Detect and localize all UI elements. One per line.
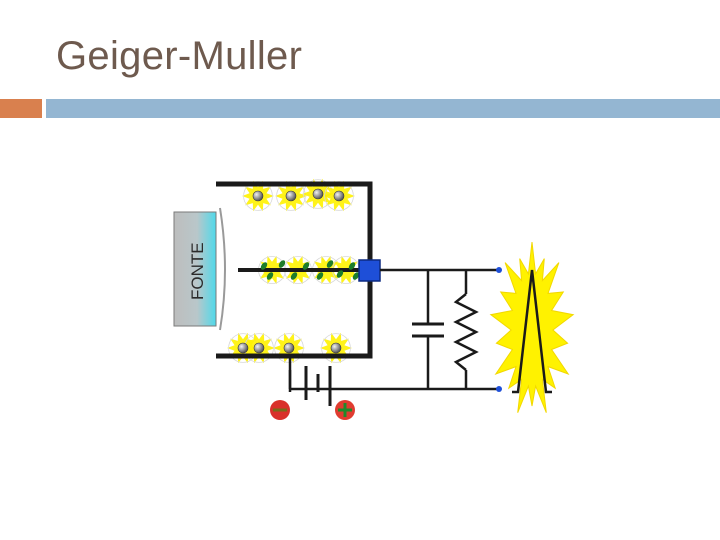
gas-atom [333,190,345,202]
title-accent-bar [46,99,720,118]
geiger-muller-diagram: FONTE [173,178,575,420]
gas-atom [285,190,297,202]
resistor [453,293,479,371]
gas-atom [253,342,265,354]
title-accent-orange [0,99,42,118]
electron [326,260,334,268]
anode-connector [358,259,381,282]
tube-window [219,207,226,331]
gas-atom [283,342,295,354]
electron [278,260,286,268]
electron [260,262,268,270]
source-label: FONTE [188,242,207,300]
electron [290,272,298,280]
battery-positive-terminal [335,400,355,420]
electron [336,270,344,278]
capacitor [412,322,444,338]
pulse-display [489,241,575,413]
output-terminal-bottom [496,386,502,392]
electron [266,272,274,280]
output-terminal-top [496,267,502,273]
battery-negative-terminal [270,400,290,420]
pulse-waveform [512,269,552,394]
radiation-source: FONTE [173,211,217,327]
gas-atom [312,188,324,200]
output-circuit [288,268,498,391]
electron [348,262,356,270]
gas-atom [330,342,342,354]
electron [302,262,310,270]
electron [316,272,324,280]
gas-atom-group [237,188,345,354]
gas-atom [252,190,264,202]
electron-group [260,260,360,280]
battery [288,366,332,406]
electron [352,272,360,280]
pulse-starburst [489,241,575,413]
gas-atom [237,342,249,354]
slide-title: Geiger-Muller [56,34,303,78]
